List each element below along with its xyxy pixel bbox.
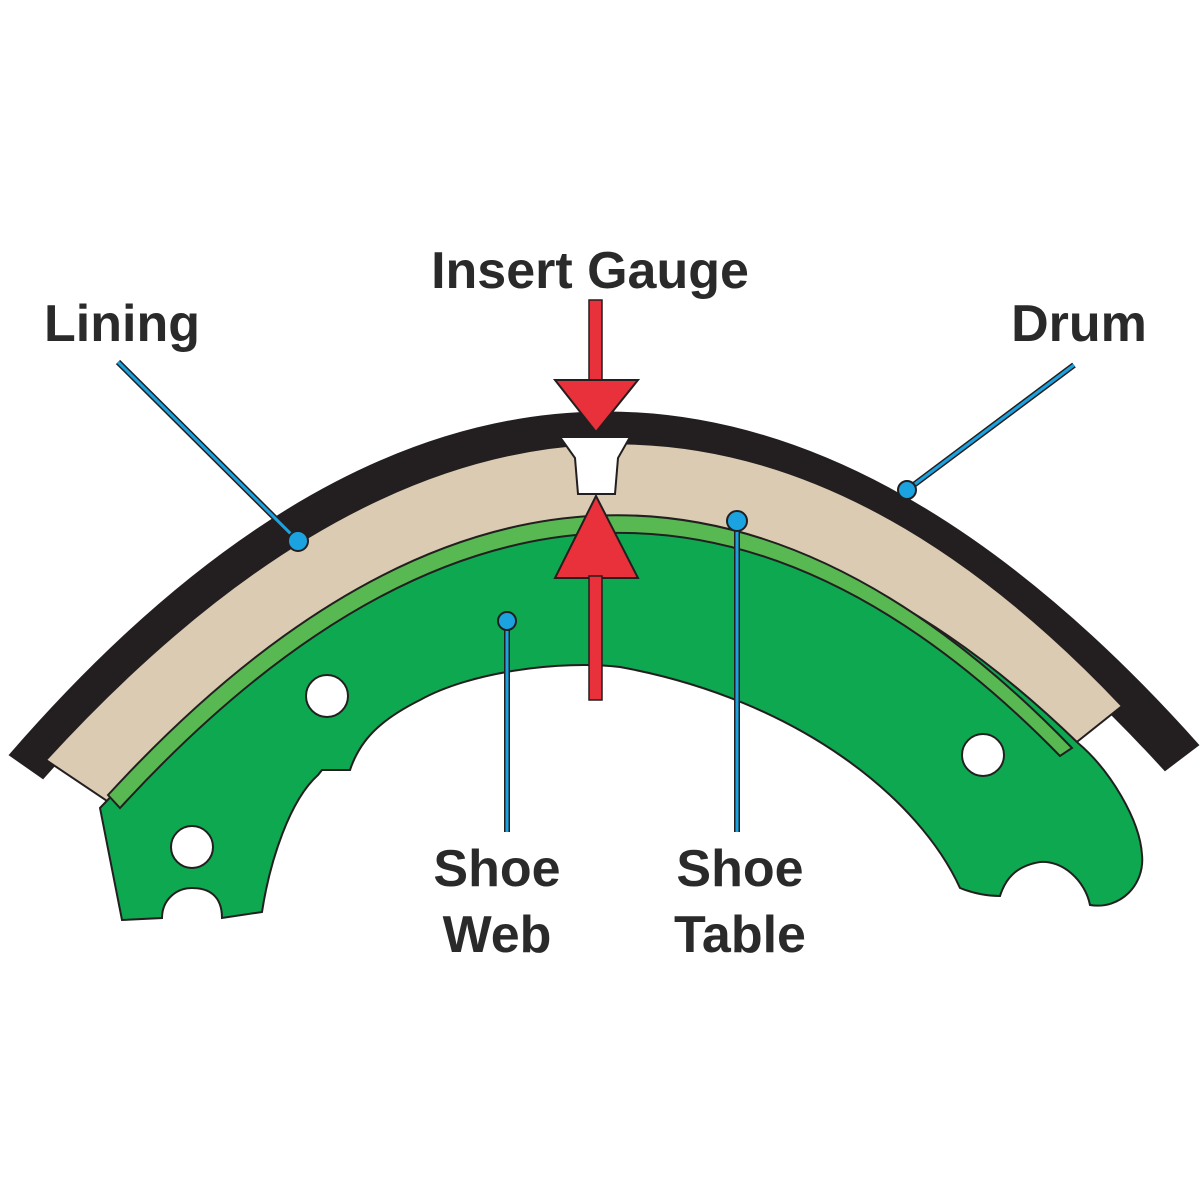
drum-label: Drum — [1011, 295, 1147, 353]
shoe-table-leader — [726, 510, 748, 832]
shoe-hole-right — [961, 733, 1005, 777]
shoe-web-label-line1: Shoe — [433, 840, 560, 898]
shoe-web-label-line2: Web — [443, 906, 552, 964]
insert-gauge-gap — [558, 436, 632, 495]
shoe-table-strip — [106, 514, 1074, 810]
shoe-table-label-line2: Table — [674, 906, 806, 964]
shoe-web-leader — [497, 611, 517, 832]
lining-label: Lining — [44, 295, 200, 353]
lining-leader — [115, 359, 309, 552]
insert-gauge-arrow-down — [552, 299, 641, 434]
drum-leader — [897, 362, 1076, 500]
shoe-hole-left-upper — [305, 674, 349, 718]
insert-gauge-arrow-up — [553, 493, 640, 701]
shoe-hole-left-lower — [170, 825, 214, 869]
insert-gauge-label: Insert Gauge — [431, 242, 749, 300]
shoe-table-label-line1: Shoe — [676, 840, 803, 898]
